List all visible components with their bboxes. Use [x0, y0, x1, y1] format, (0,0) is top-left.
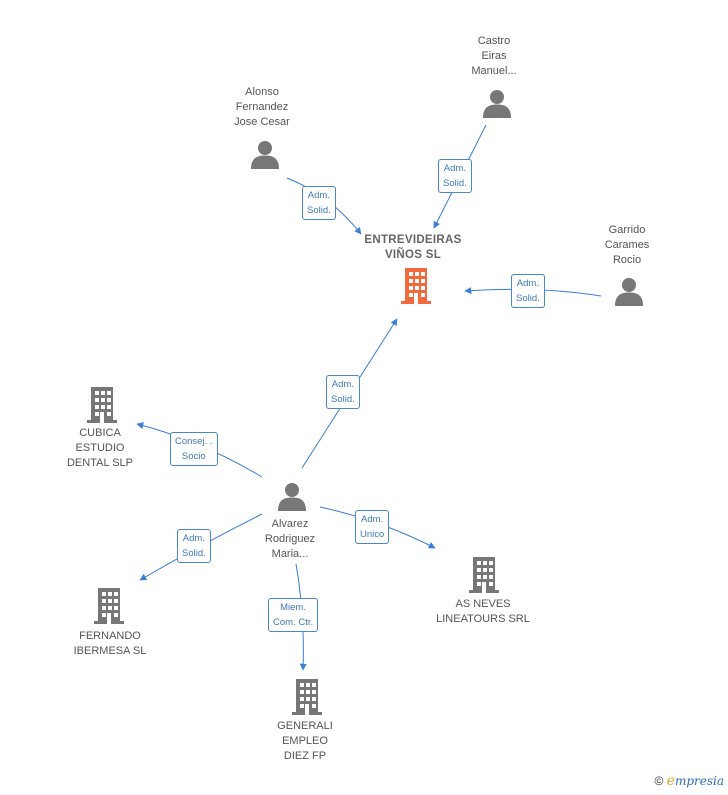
building-icon-generali[interactable] — [292, 679, 322, 715]
edge-label-alvarez-cubica: Consej. . Socio — [170, 432, 218, 466]
edge-label-alvarez-generali: Miem. Com. Ctr. — [268, 598, 319, 632]
building-icon-asneves[interactable] — [469, 557, 499, 593]
person-icon-alvarez[interactable] — [278, 483, 306, 511]
brand-initial: e — [666, 773, 675, 789]
edge-label-alvarez-fernando: Adm. Solid. — [177, 529, 211, 563]
node-label-asneves[interactable]: AS NEVES LINEATOURS SRL — [436, 598, 530, 625]
building-icon-fernando[interactable] — [94, 588, 124, 624]
brand-name: mpresia — [674, 774, 724, 788]
edge-label-garrido-main: Adm. Solid. — [511, 274, 545, 308]
node-label-alvarez[interactable]: Alvarez Rodriguez Maria... — [264, 518, 316, 560]
node-label-fernando[interactable]: FERNANDO IBERMESA SL — [73, 630, 147, 657]
node-label-alonso[interactable]: Alonso Fernandez Jose Cesar — [234, 86, 290, 128]
person-icon-garrido[interactable] — [615, 278, 643, 306]
copyright-icon: © — [654, 774, 664, 788]
person-icon-alonso[interactable] — [251, 141, 279, 169]
person-icon-castro[interactable] — [483, 90, 511, 118]
building-icon-main[interactable] — [401, 268, 431, 304]
node-label-garrido[interactable]: Garrido Carames Rocio — [604, 224, 650, 266]
edge-label-alvarez-asneves: Adm. Unico — [355, 510, 390, 544]
edge-label-castro-main: Adm. Solid. — [438, 159, 472, 193]
edge-label-alonso-main: Adm. Solid. — [302, 186, 336, 220]
node-label-main[interactable]: ENTREVIDEIRAS VIÑOS SL — [364, 234, 462, 261]
empresia-watermark: © empresia — [654, 773, 724, 789]
node-label-cubica[interactable]: CUBICA ESTUDIO DENTAL SLP — [66, 427, 134, 469]
edges — [136, 124, 602, 671]
node-label-generali[interactable]: GENERALI EMPLEO DIEZ FP — [277, 720, 333, 762]
building-icon-cubica[interactable] — [87, 387, 117, 423]
node-label-castro[interactable]: Castro Eiras Manuel... — [471, 35, 517, 77]
edge-label-alvarez-main: Adm. Solid. — [326, 375, 360, 409]
